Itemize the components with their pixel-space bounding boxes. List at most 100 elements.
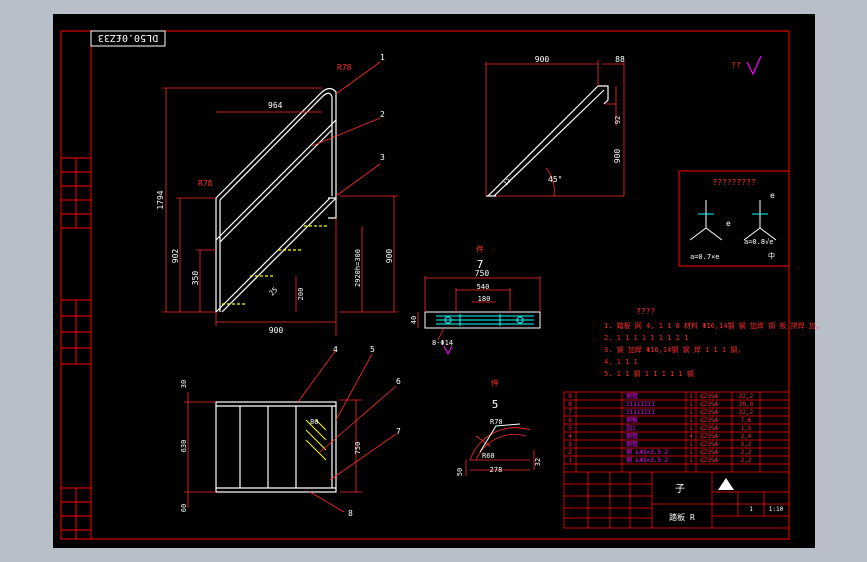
- main-elevation-view: R78 964 R78 1794 902 350 900 900 2920h=3…: [156, 53, 398, 336]
- parts-cell-mat: Q235A: [700, 441, 718, 448]
- section7-overall: 750: [475, 269, 490, 278]
- dim-step-offset: 200: [297, 288, 305, 301]
- parts-cell-no: 6: [568, 417, 572, 424]
- parts-cell-mat: Q235A: [700, 433, 718, 440]
- plan-balloon-8: 8: [348, 509, 353, 518]
- section5-height: 50: [456, 468, 464, 476]
- title-cn: 子: [675, 483, 685, 495]
- dim-top-radius: R78: [337, 63, 352, 72]
- border-frame: [60, 30, 790, 540]
- parts-cell-mat: Q235A: [700, 449, 718, 456]
- weld-formula-bottom: a=0.7×e: [690, 253, 720, 261]
- drawing-code: DL50.0£Z33: [98, 32, 158, 43]
- parts-cell-name: 钢板: [626, 416, 638, 424]
- parts-cell-name: 钢 L45×3.5 2: [626, 448, 669, 456]
- weld-note-box: ????????? e e a=0.8√e a=0.7×e 中: [678, 170, 790, 267]
- plan-balloon-7: 7: [396, 427, 401, 436]
- dim-bottom-width: 900: [269, 326, 284, 335]
- detail-width: 900: [535, 55, 550, 64]
- dim-right-inner: 2920h=300: [354, 249, 362, 287]
- parts-cell-no: 2: [568, 449, 572, 456]
- dim-small-height: 350: [191, 271, 200, 286]
- section7-left: 40: [410, 316, 418, 324]
- parts-cell-qty: 1: [689, 457, 693, 464]
- parts-cell-mat: Q235A: [700, 457, 718, 464]
- parts-cell-note: 2,2: [741, 457, 752, 464]
- balloon-2: 2: [380, 110, 385, 119]
- parts-cell-name: 11111111: [626, 401, 655, 408]
- technical-notes: ???? 1. 踏板 网 4, 1 1 0 材料 Φ16,14钢 钢 加焊 钢 …: [604, 307, 820, 378]
- plan-dim-small: 80: [310, 418, 318, 426]
- notes-line-1: 1. 踏板 网 4, 1 1 0 材料 Φ16,14钢 钢 加焊 钢 板 拼焊 …: [604, 321, 820, 330]
- parts-cell-no: 3: [568, 441, 572, 448]
- dim-right-height: 900: [385, 249, 394, 264]
- detail-gap: 92: [614, 116, 622, 124]
- parts-cell-mat: Q235A: [700, 417, 718, 424]
- parts-cell-name: 钢管: [626, 392, 638, 400]
- section7-inner: 180: [478, 295, 491, 303]
- roughness-label: ??: [731, 61, 741, 70]
- section5-radius-outer: R70: [490, 418, 503, 426]
- plan-dim-top: 30: [180, 380, 188, 388]
- parts-cell-mat: Q235A: [700, 401, 718, 408]
- parts-cell-name: 钢管: [626, 432, 638, 440]
- title-sheet: 1: [749, 506, 753, 513]
- parts-cell-qty: 1: [689, 401, 693, 408]
- parts-cell-note: 22,2: [739, 393, 754, 400]
- notes-line-4: 4. 1 1 1: [604, 358, 638, 366]
- section-5-view: 件 5 R70 R60 278 50 32: [456, 378, 542, 476]
- roughness-icon: [746, 55, 762, 76]
- drawing-area[interactable]: [53, 14, 815, 548]
- section7-hole: 8-Φ14: [432, 339, 453, 347]
- notes-line-5: 5. 1 1 钢 1 1 1 1 1 钢: [604, 369, 694, 378]
- plan-dim-bottom: 60: [180, 504, 188, 512]
- section5-label-cn: 件: [491, 378, 499, 388]
- dim-left-height: 902: [171, 249, 180, 264]
- parts-cell-qty: 1: [689, 425, 693, 432]
- section5-width: 278: [490, 466, 503, 474]
- parts-cell-name: 钢 L45×3.5 2: [626, 456, 669, 464]
- parts-cell-note: 3,2: [741, 441, 752, 448]
- plan-balloon-4: 4: [333, 345, 338, 354]
- notes-title: ????: [636, 307, 655, 316]
- logo-icon: [718, 478, 734, 490]
- parts-cell-qty: 1: [689, 409, 693, 416]
- notes-line-3: 3. 钢 加焊 Φ16,14钢 钢 焊 1 1 1 钢,: [604, 345, 742, 354]
- detail-side: 88: [615, 55, 625, 64]
- dim-mid-radius: R78: [198, 179, 213, 188]
- parts-cell-name: 钢管: [626, 440, 638, 448]
- dim-top-width: 964: [268, 101, 283, 110]
- parts-cell-mat: Q235A: [700, 425, 718, 432]
- balloon-3: 3: [380, 153, 385, 162]
- parts-cell-no: 5: [568, 425, 572, 432]
- detail-small: 12: [502, 177, 512, 187]
- plan-balloon-5: 5: [370, 345, 375, 354]
- parts-cell-name: 加1: [626, 424, 636, 432]
- balloon-1: 1: [380, 53, 385, 62]
- parts-cell-qty: 1: [689, 417, 693, 424]
- parts-cell-qty: 1: [689, 393, 693, 400]
- parts-cell-note: 22,2: [739, 409, 754, 416]
- drawing-name: 踏板 R: [669, 512, 695, 522]
- detail-view: 900 88 92 900 45° 12 ??: [485, 55, 762, 197]
- parts-cell-note: 2,2: [741, 449, 752, 456]
- detail-height: 900: [613, 149, 622, 164]
- drawing-code-box: DL50.0£Z33: [90, 30, 166, 47]
- weld-note-right: 中: [768, 251, 775, 260]
- parts-cell-mat: Q235A: [700, 409, 718, 416]
- weld-left-leg: e: [726, 219, 731, 228]
- parts-cell-no: 9: [568, 393, 572, 400]
- weld-title: ?????????: [712, 178, 756, 187]
- plan-dim-mid: 630: [180, 440, 188, 453]
- section7-mark-icon: [443, 345, 453, 356]
- parts-cell-qty: 4: [689, 433, 693, 440]
- section5-radius-inner: R60: [482, 452, 495, 460]
- parts-cell-note: 7,6: [741, 417, 752, 424]
- parts-cell-no: 4: [568, 433, 572, 440]
- notes-line-2: 2. 1 1 1 1 1 1 1 1 1: [604, 334, 688, 342]
- parts-cell-qty: 1: [689, 441, 693, 448]
- dim-step-label: 25: [268, 286, 280, 298]
- title-scale: 1:10: [769, 506, 784, 513]
- detail-angle: 45°: [548, 175, 562, 184]
